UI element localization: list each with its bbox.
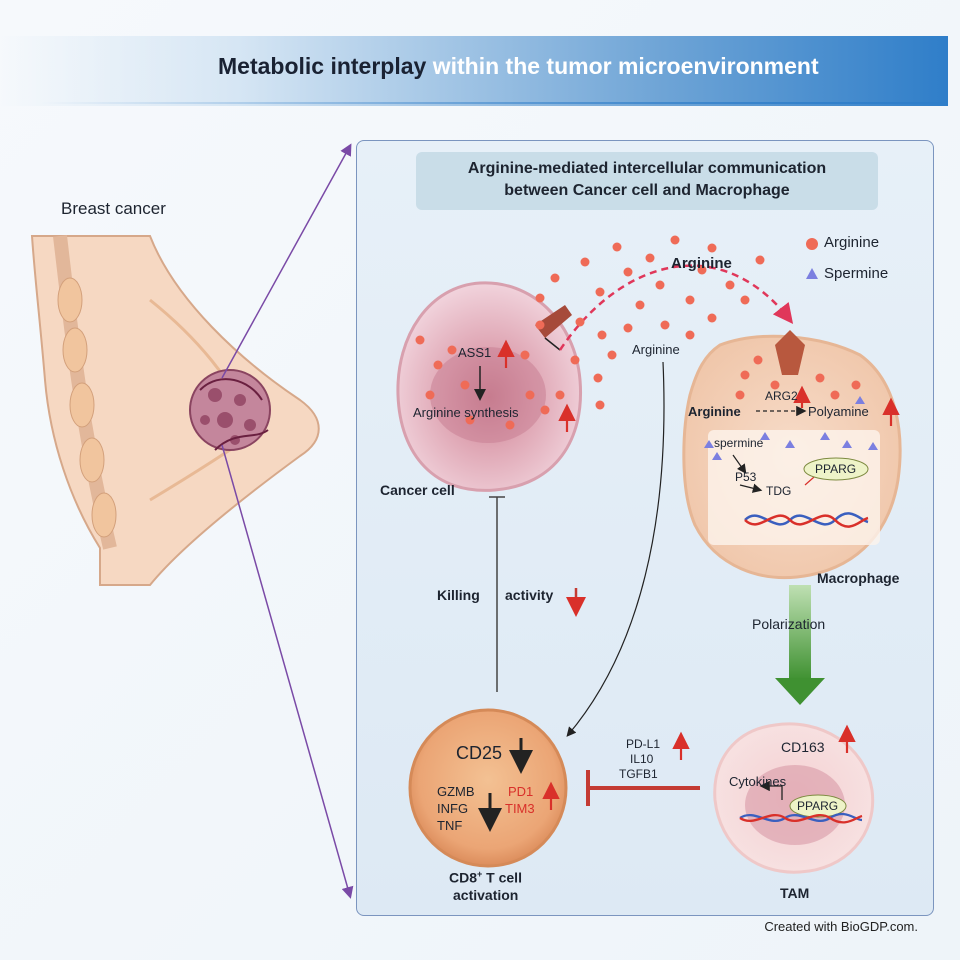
tcell-label-cd8: CD8 bbox=[449, 869, 478, 886]
arginine-synthesis-label: Arginine synthesis bbox=[413, 405, 519, 420]
title-banner bbox=[0, 36, 948, 106]
pd1-label: PD1 bbox=[508, 784, 534, 799]
tam-pparg-label: PPARG bbox=[797, 799, 839, 813]
tgfb1-label: TGFB1 bbox=[619, 767, 658, 781]
arginine-transport-arrow bbox=[558, 264, 794, 351]
title-underline bbox=[40, 102, 948, 104]
legend-spermine-triangle bbox=[806, 268, 818, 279]
pdl1-label: PD-L1 bbox=[626, 737, 661, 751]
tcell-label-rest: T cell bbox=[482, 869, 522, 886]
ass1-label: ASS1 bbox=[458, 345, 492, 360]
figure-title: Metabolic interplay within the tumor mic… bbox=[218, 53, 819, 80]
zoom-line-bottom bbox=[221, 444, 354, 899]
arg2-label: ARG2 bbox=[765, 389, 798, 403]
tam-label: TAM bbox=[780, 885, 810, 901]
breast-cancer-label: Breast cancer bbox=[61, 199, 166, 218]
tdg-label: TDG bbox=[766, 484, 792, 498]
title-part-2: within the tumor microenvironment bbox=[432, 53, 819, 79]
tcell-label: CD8+ T cell bbox=[449, 869, 522, 886]
spermine-text-label: spermine bbox=[714, 436, 764, 450]
subtitle-line-2: between Cancer cell and Macrophage bbox=[504, 182, 790, 199]
cancer-cell bbox=[396, 281, 583, 492]
arginine-to-tcell-arrow bbox=[566, 361, 665, 737]
il10-label: IL10 bbox=[630, 752, 654, 766]
title-part-1: Metabolic interplay bbox=[218, 53, 427, 79]
legend-arginine-dot bbox=[806, 238, 818, 250]
gzmb-label: GZMB bbox=[437, 784, 475, 799]
panel-subtitle-box: Arginine-mediated intercellular communic… bbox=[416, 152, 878, 210]
macrophage-label: Macrophage bbox=[817, 570, 900, 586]
arginine-transport-label: Arginine bbox=[671, 255, 732, 272]
p53-label: P53 bbox=[735, 470, 757, 484]
infg-label: INFG bbox=[437, 801, 469, 816]
tim3-label: TIM3 bbox=[505, 801, 535, 816]
arginine-mid-label: Arginine bbox=[632, 342, 680, 357]
t-cell bbox=[408, 708, 568, 868]
polarization-arrow-shaft bbox=[789, 585, 811, 680]
regulation-arrows bbox=[478, 339, 900, 832]
tcell-label-sup: + bbox=[477, 869, 483, 879]
tnf-label: TNF bbox=[437, 818, 463, 833]
polyamine-label: Polyamine bbox=[808, 404, 869, 419]
polarization-label: Polarization bbox=[752, 616, 826, 632]
cd163-label: CD163 bbox=[781, 739, 825, 755]
activity-label: activity bbox=[505, 587, 554, 603]
spermine-particles bbox=[704, 396, 878, 460]
macrophage-arginine-label: Arginine bbox=[688, 404, 741, 419]
footer-credit: Created with BioGDP.com. bbox=[764, 919, 918, 934]
breast-illustration bbox=[30, 235, 320, 586]
zoom-line-top bbox=[221, 143, 352, 379]
legend-spermine-label: Spermine bbox=[824, 265, 889, 282]
macrophage-pparg-label: PPARG bbox=[815, 462, 857, 476]
polarization-arrow-head bbox=[775, 678, 825, 705]
cancer-cell-label: Cancer cell bbox=[380, 482, 455, 498]
cytokines-label: Cytokines bbox=[729, 774, 787, 789]
killing-label: Killing bbox=[437, 587, 480, 603]
arginine-particles bbox=[415, 235, 861, 430]
subtitle-line-1: Arginine-mediated intercellular communic… bbox=[467, 160, 827, 177]
tcell-activation-label: activation bbox=[453, 887, 519, 903]
cd25-label: CD25 bbox=[456, 743, 503, 763]
legend-arginine-label: Arginine bbox=[824, 234, 880, 251]
